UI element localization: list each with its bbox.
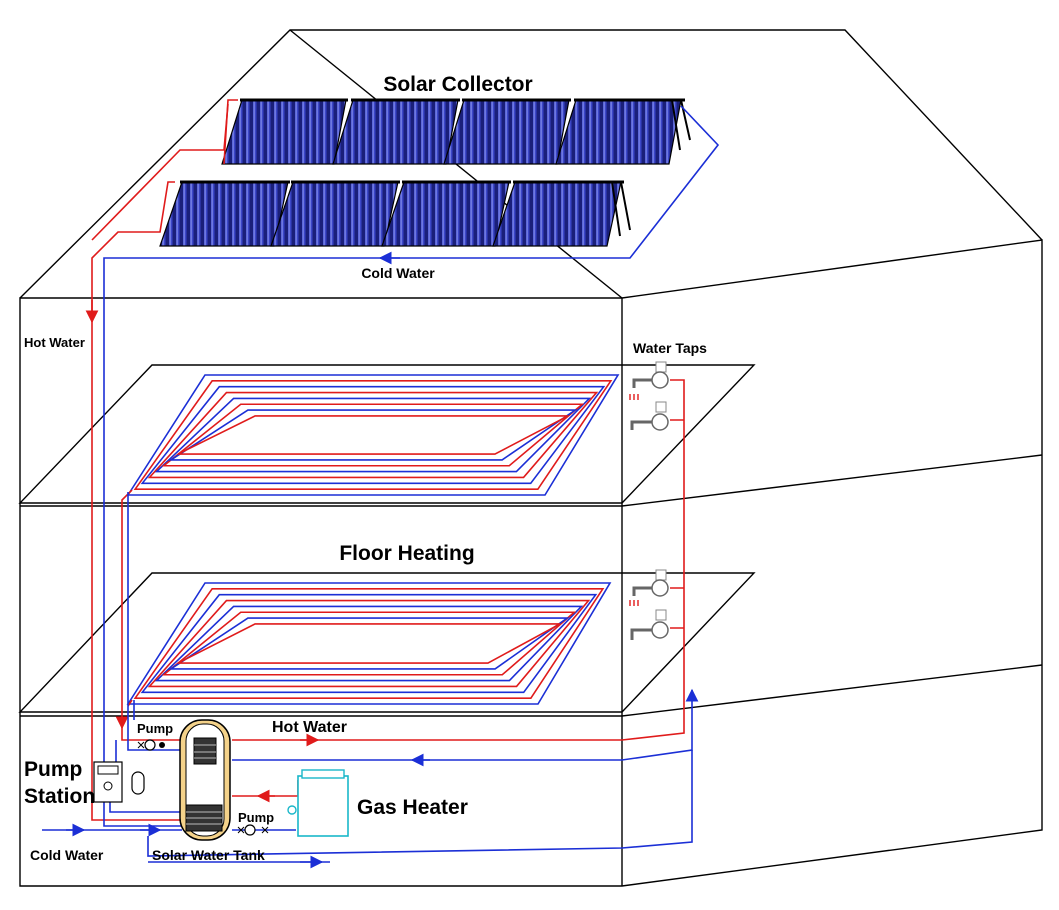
floor-plane-upper bbox=[18, 364, 756, 504]
label-pump-bottom: Pump bbox=[238, 810, 274, 825]
label-solar-collector: Solar Collector bbox=[383, 73, 532, 96]
water-tank-icon bbox=[179, 719, 231, 841]
coil-loop bbox=[168, 409, 578, 461]
solar-panel-icon bbox=[492, 180, 631, 247]
pump-icon bbox=[237, 824, 269, 836]
water-tap-icon bbox=[630, 609, 669, 640]
coil-loop bbox=[161, 403, 585, 467]
coil-loop bbox=[177, 623, 561, 664]
solar-panel-icon bbox=[332, 98, 460, 165]
label-cold-water-roof: Cold Water bbox=[361, 265, 435, 281]
coil-loop bbox=[140, 385, 606, 485]
controller-icon bbox=[93, 761, 123, 803]
water-taps bbox=[629, 361, 669, 640]
expansion-tank-icon bbox=[131, 771, 145, 795]
coil-loop bbox=[154, 605, 584, 682]
solar-panel-icon bbox=[381, 180, 511, 247]
coil-loop bbox=[161, 611, 577, 676]
water-tap-icon bbox=[629, 569, 669, 606]
coil-loop bbox=[126, 582, 612, 705]
gas-heater-icon bbox=[287, 769, 349, 837]
solar-panel-icon bbox=[555, 98, 691, 165]
label-pump-station-line2: Station bbox=[24, 785, 95, 808]
floor-plane-lower bbox=[18, 572, 756, 713]
coil-loop bbox=[126, 374, 620, 496]
solar-panel-icon bbox=[221, 98, 348, 165]
label-cold-water-inlet: Cold Water bbox=[30, 847, 104, 863]
floor-heating-coil-lower bbox=[126, 582, 612, 705]
label-gas-heater: Gas Heater bbox=[357, 796, 468, 819]
solar-panel-icon bbox=[443, 98, 571, 165]
coil-loop bbox=[147, 599, 591, 688]
solar-panel-icon bbox=[270, 180, 400, 247]
coil-loop bbox=[147, 391, 599, 479]
house-outline bbox=[19, 29, 1043, 887]
label-pump-station-line1: Pump bbox=[24, 758, 82, 781]
label-water-taps: Water Taps bbox=[633, 340, 707, 356]
label-solar-water-tank: Solar Water Tank bbox=[152, 847, 265, 863]
pump-icon bbox=[137, 739, 165, 751]
coil-loop bbox=[140, 593, 598, 694]
label-hot-water-basement: Hot Water bbox=[272, 719, 347, 736]
label-hot-water-left: Hot Water bbox=[24, 335, 85, 350]
cold-water-pipes bbox=[42, 105, 720, 869]
coil-loop bbox=[133, 380, 613, 490]
label-pump-top: Pump bbox=[137, 721, 173, 736]
coil-loop bbox=[133, 588, 605, 699]
floor-heating-coil-upper bbox=[126, 374, 620, 496]
label-floor-heating: Floor Heating bbox=[339, 542, 474, 565]
water-tap-icon bbox=[629, 361, 669, 400]
coil-loop bbox=[177, 415, 569, 455]
coil-loop bbox=[168, 617, 570, 670]
hot-water-pipes bbox=[85, 99, 685, 821]
coil-loop bbox=[154, 397, 592, 473]
solar-collector-array bbox=[159, 98, 691, 247]
solar-panel-icon bbox=[159, 180, 290, 247]
water-tap-icon bbox=[630, 401, 669, 431]
